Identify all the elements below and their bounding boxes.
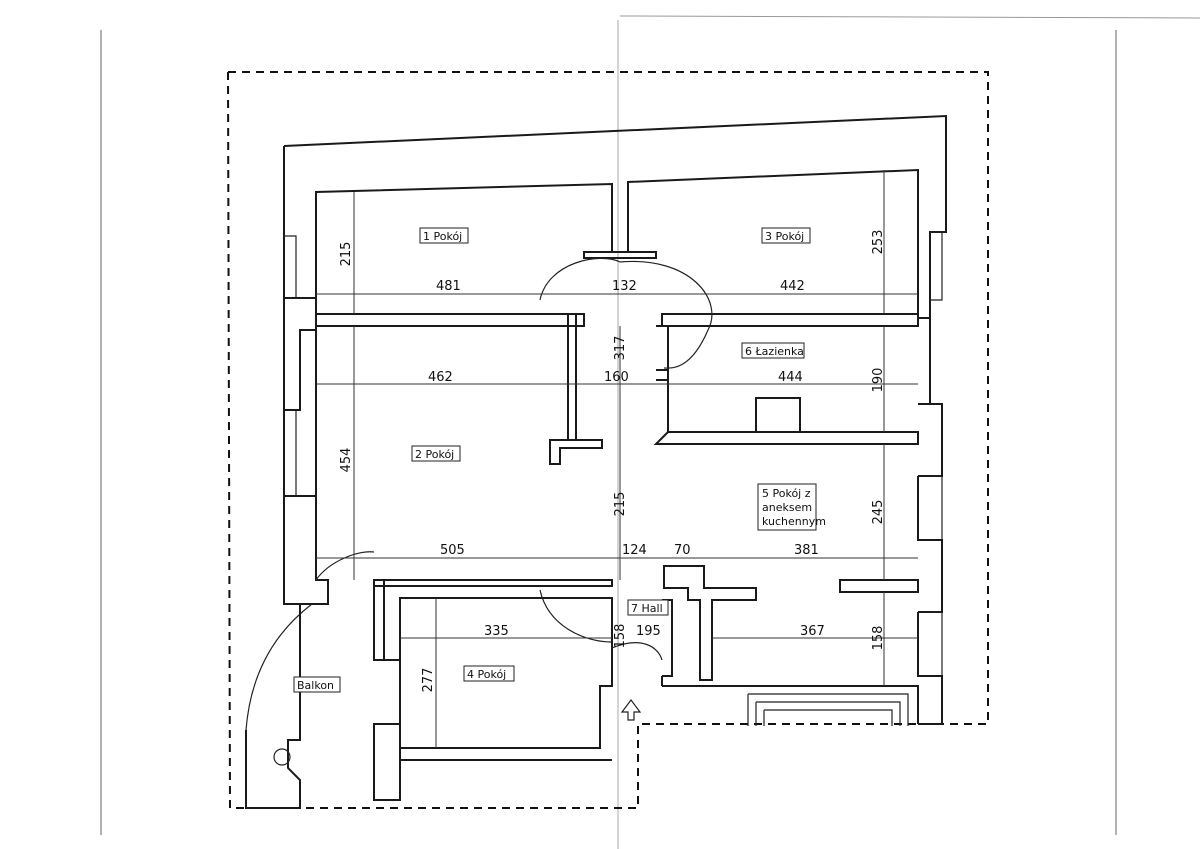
scan-top-line xyxy=(619,15,1200,19)
dim-462: 462 xyxy=(428,370,453,385)
dimension-labels: 215 481 132 442 253 462 160 317 444 190 … xyxy=(339,230,886,693)
dim-245: 245 xyxy=(871,500,886,525)
dim-158-kitchen: 158 xyxy=(871,626,886,651)
room-label-box-3 xyxy=(761,227,811,244)
dim-158-hall: 158 xyxy=(613,624,628,649)
room-label-7: 7 Hall xyxy=(631,602,663,615)
dim-505: 505 xyxy=(440,543,465,558)
room-label-box-balkon xyxy=(293,676,341,693)
room-label-6: 6 Łazienka xyxy=(745,345,804,358)
room-label-5-line1: 5 Pokój z xyxy=(762,487,811,500)
room-label-box-7 xyxy=(627,599,669,616)
dim-160: 160 xyxy=(604,370,629,385)
dim-367: 367 xyxy=(800,624,825,639)
dimension-lines xyxy=(316,170,918,748)
door-swings xyxy=(245,257,713,809)
room-labels: 1 Pokój 3 Pokój 6 Łazienka 2 Pokój 5 Pok… xyxy=(293,227,826,693)
dim-190: 190 xyxy=(871,368,886,393)
room-label-box-6 xyxy=(741,342,805,359)
dim-317: 317 xyxy=(613,336,628,361)
dim-132: 132 xyxy=(612,279,637,294)
dim-253: 253 xyxy=(871,230,886,255)
dim-481: 481 xyxy=(436,279,461,294)
entrance-arrow-icon xyxy=(620,699,642,721)
room-label-balkon: Balkon xyxy=(297,679,334,692)
property-boundary xyxy=(226,71,989,809)
dim-442: 442 xyxy=(780,279,805,294)
room-label-box-5 xyxy=(757,483,817,531)
outer-walls xyxy=(283,114,947,726)
room-label-box-1 xyxy=(419,227,469,244)
room-label-4: 4 Pokój xyxy=(467,668,506,681)
room-label-5-line2: aneksem xyxy=(762,501,812,514)
dim-70: 70 xyxy=(674,543,691,558)
room-label-box-4 xyxy=(463,665,515,682)
dim-381: 381 xyxy=(794,543,819,558)
room-label-box-2 xyxy=(411,445,461,462)
dim-215-hall: 215 xyxy=(613,492,628,517)
dim-124: 124 xyxy=(622,543,647,558)
dim-444: 444 xyxy=(778,370,803,385)
dim-335: 335 xyxy=(484,624,509,639)
room-label-1: 1 Pokój xyxy=(423,230,462,243)
room-label-5-line3: kuchennym xyxy=(762,515,826,528)
dim-454: 454 xyxy=(339,448,354,473)
dim-277: 277 xyxy=(421,668,436,693)
room-label-3: 3 Pokój xyxy=(765,230,804,243)
dim-195: 195 xyxy=(636,624,661,639)
interior-walls xyxy=(315,313,919,801)
room-label-2: 2 Pokój xyxy=(415,448,454,461)
dim-215-room1: 215 xyxy=(339,242,354,267)
